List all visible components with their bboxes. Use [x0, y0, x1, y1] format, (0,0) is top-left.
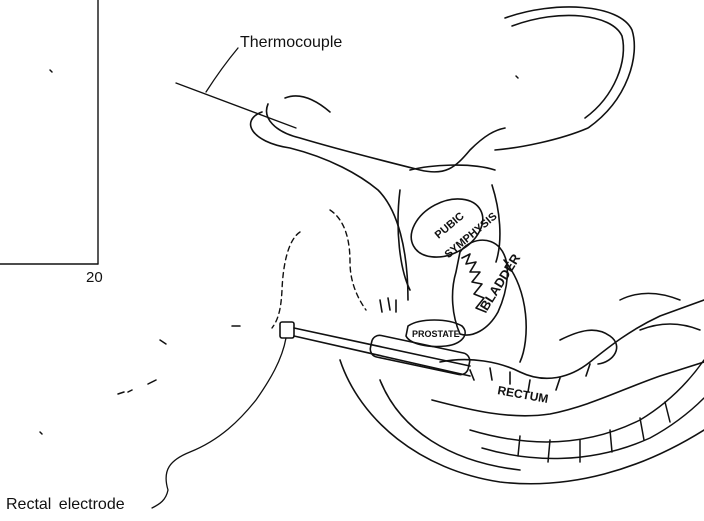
label-prostate: PROSTATE: [412, 329, 460, 339]
body-outline: [251, 7, 704, 484]
label-rectum: RECTUM: [496, 383, 549, 406]
axis-tick-label: 20: [86, 270, 103, 285]
rectal-electrode-label: Rectal electrode: [6, 497, 125, 513]
label-bladder: BLADDER: [477, 251, 524, 313]
axis-frame: [0, 0, 98, 264]
thermocouple-wire: [176, 48, 296, 128]
rectum: [432, 300, 704, 416]
electrode-lead: [152, 338, 286, 508]
spine: [470, 293, 704, 462]
thermocouple-label: Thermocouple: [240, 35, 342, 51]
scrotum-outline: [272, 210, 366, 328]
